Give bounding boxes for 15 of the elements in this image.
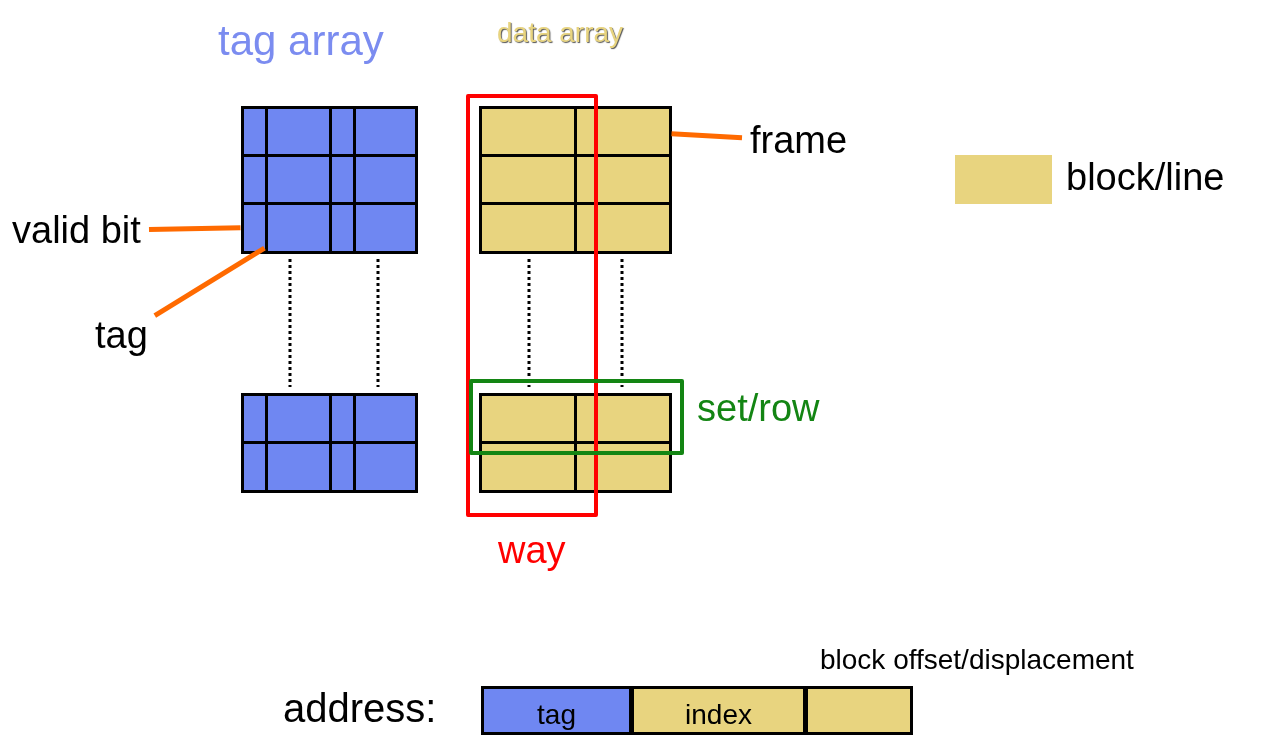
offset-label: block offset/displacement	[820, 645, 1134, 676]
legend-label: block/line	[1066, 157, 1225, 199]
leader-line	[148, 225, 241, 233]
index-field: index	[631, 686, 806, 735]
tag-field: tag	[481, 686, 632, 735]
address-label: address:	[283, 686, 437, 730]
valid-bit-label: valid bit	[12, 210, 141, 252]
data-array-heading: data array	[497, 18, 624, 49]
leader-line	[153, 245, 266, 318]
tag-label: tag	[95, 315, 148, 357]
leader-line	[671, 131, 743, 141]
frame-label: frame	[750, 120, 848, 162]
way-label: way	[498, 530, 566, 572]
tag-array-heading: tag array	[218, 18, 384, 65]
set-label: set/row	[697, 388, 820, 430]
